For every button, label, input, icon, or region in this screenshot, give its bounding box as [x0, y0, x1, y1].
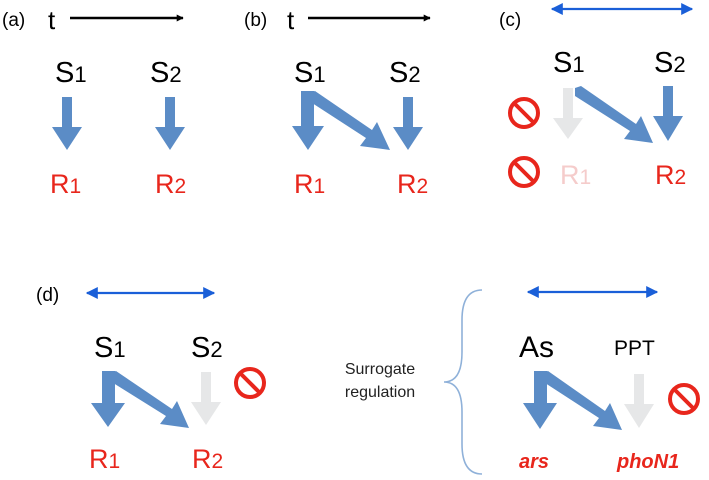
- panel-d-r2: R2: [192, 444, 223, 474]
- panel-a-arrow-s2-r2: [155, 97, 185, 150]
- panel-b-s2: S2: [389, 57, 421, 89]
- panel-c-r1-faded: R1: [560, 160, 591, 190]
- panel-d-label: (d): [36, 285, 59, 306]
- panel-c-arrow-s1-r2: [575, 86, 653, 143]
- example-signal-as: As: [519, 331, 554, 364]
- panel-c-label: (c): [499, 10, 521, 31]
- panel-a-arrow-s1-r1: [52, 97, 82, 150]
- panel-b-label: (b): [244, 10, 267, 31]
- panel-d-arrow-s1-r2: [110, 371, 189, 428]
- example-arrow-ppt-phon1-blocked: [624, 374, 654, 428]
- example-gene-ars: ars: [519, 451, 549, 473]
- panel-d: (d) S1 S2 R1 R2: [36, 285, 266, 474]
- panel-a-r1: R1: [50, 169, 81, 199]
- example-arrow-as-ars: [523, 371, 557, 429]
- curly-brace: [443, 289, 483, 475]
- prohibited-icon: [668, 383, 700, 415]
- panel-b-arrow-s1-r1: [292, 91, 324, 150]
- panel-b-arrow-s1-r2: [309, 91, 390, 150]
- panel-c-r2: R2: [655, 160, 686, 190]
- panel-a-label: (a): [2, 10, 25, 31]
- example-gene-phon1: phoN1: [616, 451, 679, 473]
- panel-c-arrow-s1-r1-blocked: [553, 88, 583, 139]
- example-signal-ppt: PPT: [614, 337, 655, 360]
- panel-d-arrow-s2-r2-blocked: [191, 372, 221, 425]
- panel-b-time-label: t: [287, 5, 295, 35]
- prohibited-icon: [234, 367, 266, 399]
- prohibited-icon: [508, 156, 540, 188]
- panel-b: (b) t S1 S2 R1 R2: [244, 5, 431, 199]
- panel-a-s2: S2: [150, 57, 182, 89]
- panel-c: (c) S1 S2 R1 R2: [499, 3, 694, 190]
- panel-a: (a) t S1 S2 R1 R2: [2, 5, 186, 199]
- panel-a-r2: R2: [155, 169, 186, 199]
- surrogate-line-2: regulation: [345, 384, 415, 401]
- panel-a-s1: S1: [55, 57, 87, 89]
- panel-b-arrow-s2-r2: [393, 97, 423, 150]
- panel-a-time-label: t: [48, 5, 56, 35]
- prohibited-icon: [508, 97, 540, 129]
- example-panel: As PPT ars phoN1: [519, 286, 700, 473]
- panel-b-r2: R2: [397, 169, 428, 199]
- panel-c-arrow-s2-r2: [653, 86, 683, 141]
- surrogate-line-1: Surrogate: [345, 361, 415, 378]
- panel-d-r1: R1: [89, 444, 120, 474]
- panel-b-s1: S1: [294, 57, 326, 89]
- panel-c-s2: S2: [654, 47, 686, 79]
- example-arrow-as-phon1: [542, 371, 622, 430]
- panel-b-r1: R1: [294, 169, 325, 199]
- panel-d-s1: S1: [94, 332, 126, 364]
- panel-d-arrow-s1-r1: [91, 371, 125, 427]
- panel-d-s2: S2: [191, 332, 223, 364]
- surrogate-regulation-caption: Surrogate regulation: [345, 361, 415, 401]
- panel-c-s1: S1: [553, 47, 585, 79]
